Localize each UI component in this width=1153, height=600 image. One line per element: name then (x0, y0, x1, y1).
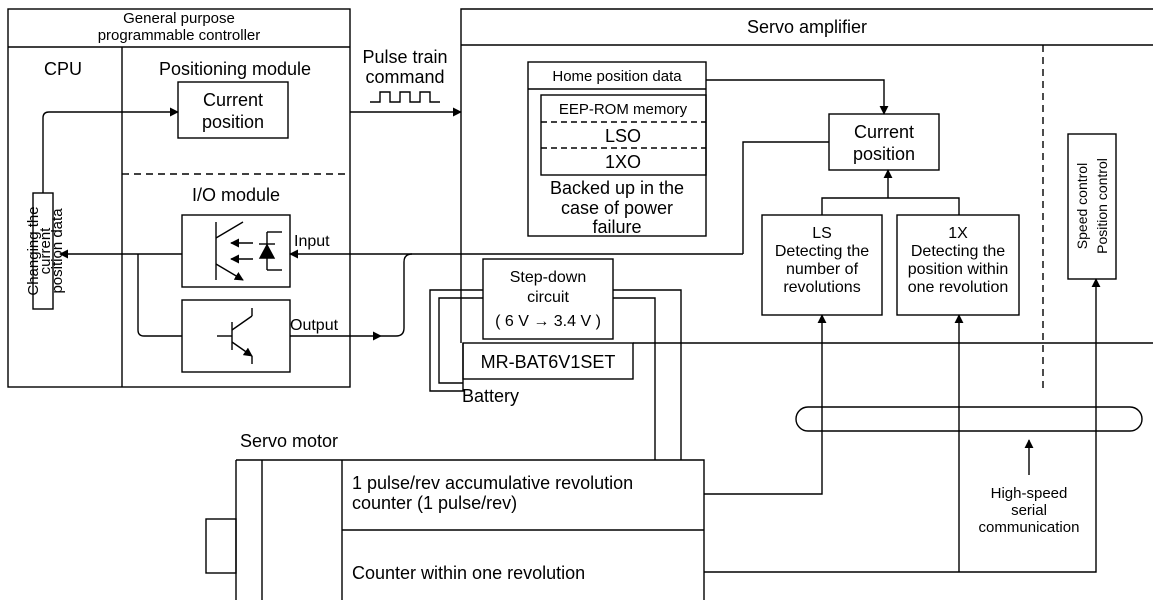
plc-title-line2: programmable controller (98, 27, 261, 44)
battery-label: Battery (462, 386, 519, 406)
plc-box (7, 8, 351, 388)
ix-line3: position within (908, 261, 1009, 278)
step-down-line3: ( 6 V → 3.4 V ) (495, 313, 601, 330)
ix-line4: one revolution (908, 279, 1009, 296)
counter1-line2: counter (1 pulse/rev) (352, 493, 517, 513)
servo-motor-label: Servo motor (240, 431, 338, 451)
pulse-train-line2: command (365, 67, 444, 87)
backed-line1: Backed up in the (550, 178, 684, 198)
plc-current-position-line2: position (202, 112, 264, 132)
step-down-circuit-box (482, 258, 614, 340)
lso-label: LSO (605, 126, 641, 146)
io-module-label: I/O module (192, 185, 280, 205)
position-control-label: Position control (1094, 158, 1110, 254)
motor-shaft (205, 518, 237, 574)
ls-title: LS (812, 225, 832, 242)
home-to-current-position-arrow (706, 79, 889, 115)
ixo-label: 1XO (605, 152, 641, 172)
output-label: Output (290, 317, 339, 334)
amp-current-position-line2: position (853, 144, 915, 164)
ls-line2: Detecting the (775, 243, 869, 260)
counter2-label: Counter within one revolution (352, 563, 585, 583)
serial-line3: communication (979, 519, 1080, 536)
input-label: Input (294, 233, 330, 250)
amp-current-position-line1: Current (854, 122, 914, 142)
pulse-waveform (370, 91, 440, 103)
ls-line3: number of (786, 261, 859, 278)
step-down-line2: circuit (527, 289, 569, 306)
battery-model: MR-BAT6V1SET (481, 352, 616, 372)
step-down-line1: Step-down (510, 269, 587, 286)
backed-line2: case of power (561, 198, 673, 218)
eeprom-memory-box (540, 94, 707, 176)
changing-line3: position data (49, 208, 66, 294)
serial-line2: serial (1011, 502, 1047, 519)
current-position-feedback-line (742, 141, 829, 254)
plc-current-position-line1: Current (203, 90, 263, 110)
cpu-label: CPU (44, 59, 82, 79)
plc-title-line1: General purpose (123, 10, 235, 27)
output-transistor (181, 299, 291, 373)
counter1-line1: 1 pulse/rev accumulative revolution (352, 473, 633, 493)
ix-line2: Detecting the (911, 243, 1005, 260)
counter-to-position-control-arrow (704, 278, 1101, 573)
backed-line3: failure (592, 217, 641, 237)
cpu-to-current-position-arrow (42, 107, 179, 193)
positioning-module-label: Positioning module (159, 59, 311, 79)
ls-line4: revolutions (783, 279, 860, 296)
serial-bus (795, 406, 1143, 432)
serial-line1: High-speed (991, 485, 1068, 502)
eeprom-memory-label: EEP-ROM memory (559, 101, 688, 118)
servo-amplifier-box (460, 8, 1153, 343)
servo-amplifier-title: Servo amplifier (747, 17, 867, 37)
speed-control-label: Speed control (1074, 163, 1090, 249)
changing-line1: Changing the (25, 206, 42, 295)
counter-to-ls-arrow (704, 314, 827, 495)
pulse-train-line1: Pulse train (362, 47, 447, 67)
home-position-data-label: Home position data (552, 68, 682, 85)
changing-line2: current (37, 227, 54, 275)
ix-title: 1X (948, 225, 968, 242)
